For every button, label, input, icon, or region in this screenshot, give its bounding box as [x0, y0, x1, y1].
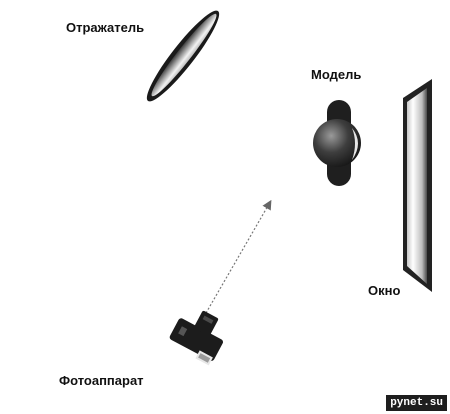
window-label: Окно: [368, 283, 401, 298]
camera-label: Фотоаппарат: [59, 373, 144, 388]
window-softbox-icon: [403, 79, 432, 292]
camera-icon: [169, 310, 224, 366]
model-figure-icon: [313, 100, 361, 186]
watermark: pynet.su: [386, 394, 447, 411]
model-label: Модель: [311, 67, 362, 82]
direction-arrow-icon: [205, 199, 272, 314]
reflector-disc-icon: [146, 10, 220, 102]
reflector-label: Отражатель: [66, 20, 145, 35]
